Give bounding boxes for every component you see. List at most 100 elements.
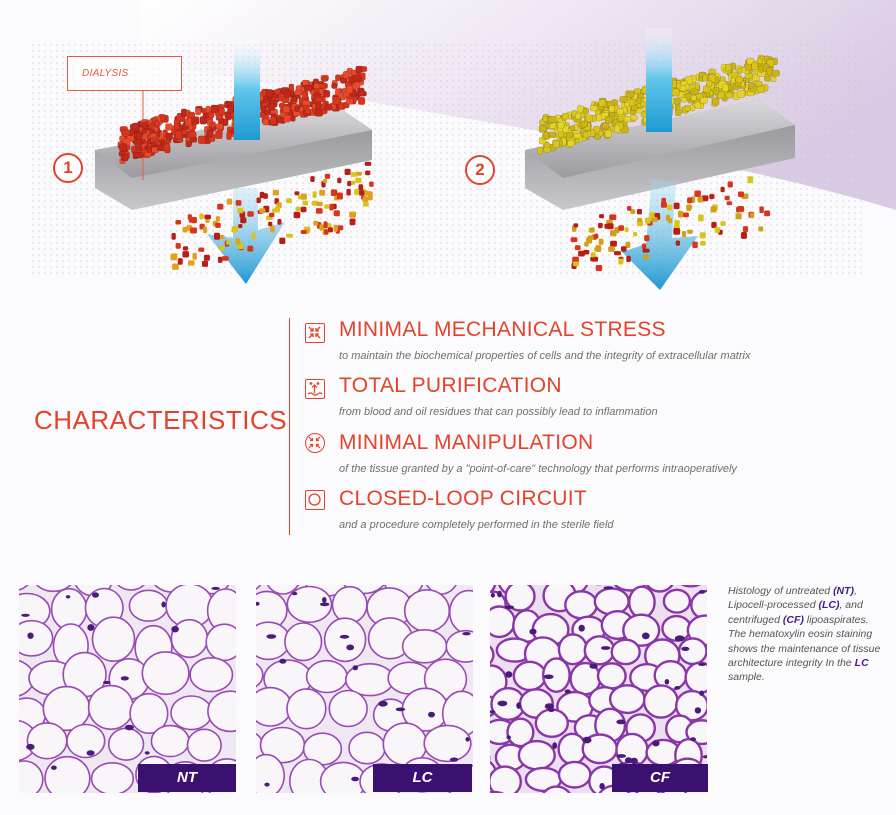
cell bbox=[756, 85, 765, 93]
cell bbox=[336, 192, 343, 200]
cell bbox=[725, 63, 732, 72]
cell bbox=[199, 116, 207, 125]
adipocyte bbox=[305, 659, 348, 694]
cell bbox=[322, 178, 328, 183]
closed-loop-icon bbox=[305, 490, 325, 510]
cell bbox=[315, 208, 323, 214]
cell bbox=[333, 224, 338, 232]
cell bbox=[701, 195, 709, 202]
nucleus bbox=[26, 743, 35, 750]
cell bbox=[265, 89, 274, 98]
cell bbox=[188, 131, 197, 138]
cell bbox=[238, 224, 243, 229]
cell bbox=[712, 86, 720, 96]
cell bbox=[742, 226, 749, 233]
adipocyte bbox=[286, 585, 333, 624]
cell bbox=[570, 237, 578, 243]
cell bbox=[247, 211, 254, 217]
cell bbox=[190, 227, 197, 234]
cell bbox=[766, 67, 773, 76]
nucleus bbox=[92, 592, 99, 598]
caption-text: , and centrifuged bbox=[728, 599, 863, 626]
cell bbox=[182, 226, 188, 233]
nucleus bbox=[681, 646, 690, 651]
cell bbox=[573, 223, 579, 228]
histology-label-cf: CF bbox=[612, 764, 708, 792]
cell bbox=[557, 131, 564, 138]
nucleus bbox=[699, 690, 704, 696]
nucleus bbox=[264, 782, 270, 787]
cell bbox=[272, 189, 279, 196]
adipocyte bbox=[564, 590, 599, 620]
cell bbox=[747, 176, 754, 184]
cell bbox=[621, 246, 627, 252]
feature-title-mechanical-stress: MINIMAL MECHANICAL STRESS bbox=[339, 318, 666, 341]
cell bbox=[170, 253, 177, 261]
cell bbox=[185, 140, 192, 148]
cell bbox=[286, 233, 293, 238]
cell bbox=[302, 200, 309, 206]
cell bbox=[187, 260, 195, 266]
nucleus bbox=[616, 754, 627, 758]
cell bbox=[199, 213, 204, 220]
adipocyte bbox=[684, 661, 707, 694]
cell bbox=[217, 203, 224, 210]
adipocyte bbox=[170, 695, 213, 731]
cell bbox=[355, 177, 362, 183]
cell bbox=[219, 245, 225, 251]
cell bbox=[706, 80, 713, 88]
adipocyte bbox=[583, 635, 616, 666]
cell bbox=[286, 198, 292, 204]
cell bbox=[543, 131, 550, 139]
adipocyte bbox=[90, 762, 135, 793]
cell bbox=[259, 208, 266, 214]
cell bbox=[198, 247, 205, 252]
cell bbox=[649, 212, 657, 218]
adipocyte bbox=[627, 585, 656, 619]
adipocyte bbox=[186, 728, 222, 762]
nucleus bbox=[516, 702, 522, 709]
dialysis-label-box bbox=[67, 56, 182, 91]
adipocyte bbox=[542, 785, 571, 793]
cell bbox=[699, 232, 706, 239]
nucleus bbox=[552, 742, 558, 749]
cell bbox=[315, 101, 322, 110]
nucleus bbox=[266, 634, 277, 639]
cell bbox=[121, 129, 131, 137]
cell bbox=[690, 94, 697, 102]
cell bbox=[594, 233, 599, 239]
arrow-down-2-top bbox=[646, 28, 672, 132]
nucleus bbox=[171, 626, 179, 633]
cell bbox=[565, 132, 574, 139]
cell bbox=[604, 223, 612, 229]
cell bbox=[660, 202, 667, 208]
cell bbox=[726, 201, 733, 206]
cell bbox=[582, 131, 589, 139]
cell bbox=[572, 261, 579, 267]
cell bbox=[694, 190, 701, 197]
cell bbox=[256, 197, 261, 204]
cell bbox=[694, 101, 701, 109]
cell bbox=[741, 232, 747, 239]
cell bbox=[231, 226, 239, 233]
cell bbox=[578, 250, 585, 257]
cell bbox=[636, 209, 642, 215]
dialysis-label: DIALYSIS bbox=[82, 68, 129, 79]
arrow-down-2-bottom bbox=[622, 178, 698, 290]
cell bbox=[573, 132, 582, 139]
cell bbox=[619, 96, 628, 103]
filtered-cell-cluster-1 bbox=[170, 161, 374, 270]
nucleus bbox=[378, 700, 388, 707]
caption-text: sample. bbox=[728, 671, 765, 684]
cell bbox=[226, 240, 231, 245]
cell bbox=[270, 225, 275, 233]
adipocyte bbox=[512, 660, 547, 692]
nucleus bbox=[694, 707, 702, 714]
cell bbox=[714, 226, 720, 233]
arrow-down-1-bottom bbox=[207, 188, 285, 284]
nucleus bbox=[51, 765, 57, 770]
cell bbox=[331, 83, 338, 89]
cell bbox=[171, 233, 176, 240]
cell bbox=[543, 146, 552, 153]
cell bbox=[712, 97, 720, 106]
